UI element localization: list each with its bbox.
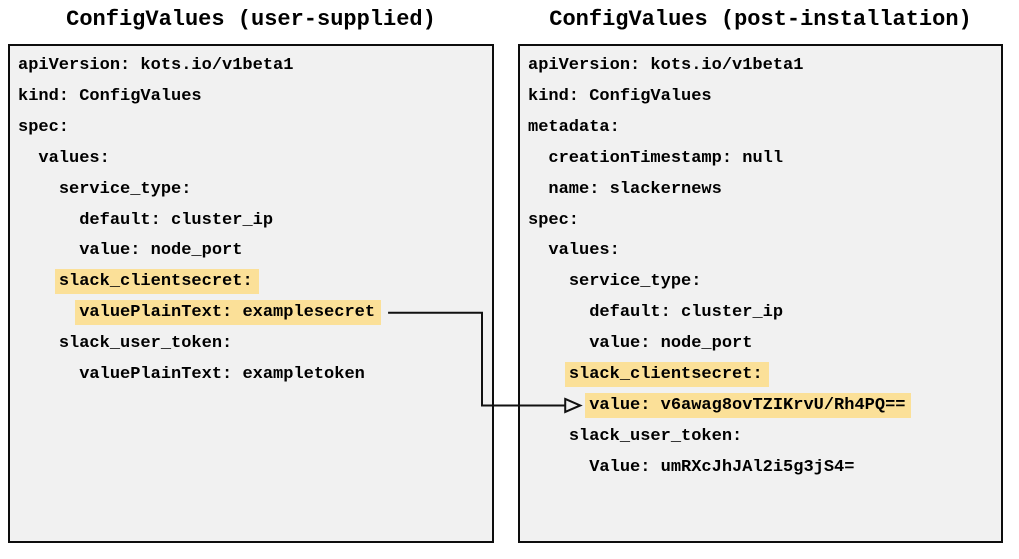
yaml-text: kind: ConfigValues [18,86,202,106]
yaml-line: apiVersion: kots.io/v1beta1 [18,51,492,82]
yaml-indent [18,241,79,260]
yaml-line: kind: ConfigValues [18,82,492,113]
yaml-indent [18,365,79,384]
yaml-indent [528,365,569,384]
yaml-indent [528,149,548,168]
yaml-text: spec: [18,117,70,137]
yaml-line: default: cluster_ip [528,298,1001,329]
yaml-text: value: node_port [589,334,753,354]
yaml-text: kind: ConfigValues [528,86,712,106]
yaml-text: valuePlainText: exampletoken [79,365,365,385]
yaml-line: metadata: [528,113,1001,144]
yaml-indent [18,149,38,168]
yaml-indent [528,427,569,446]
yaml-text: service_type: [568,272,702,292]
yaml-line: valuePlainText: exampletoken [18,360,492,391]
yaml-indent [18,334,59,353]
yaml-text: metadata: [528,117,620,137]
panel-title-post-installation: ConfigValues (post-installation) [549,7,972,32]
yaml-indent [528,334,589,353]
yaml-line: Value: umRXcJhJAl2i5g3jS4= [528,453,1001,484]
highlighted-yaml-text: slack_clientsecret: [564,362,769,388]
yaml-text: values: [548,241,620,261]
yaml-line: apiVersion: kots.io/v1beta1 [528,51,1001,82]
yaml-line: spec: [528,206,1001,237]
yaml-indent [528,272,569,291]
yaml-text: slack_user_token: [568,426,743,446]
yaml-line: slack_clientsecret: [18,267,492,298]
yaml-text: name: slackernews [548,179,722,199]
yaml-line: value: node_port [18,236,492,267]
yaml-indent [528,241,548,260]
yaml-indent [528,180,548,199]
highlighted-yaml-text: slack_clientsecret: [54,269,259,295]
yaml-line: creationTimestamp: null [528,144,1001,175]
yaml-line: values: [18,144,492,175]
panel-title-user-supplied: ConfigValues (user-supplied) [66,7,436,32]
yaml-text: slack_user_token: [58,334,233,354]
yaml-line: values: [528,236,1001,267]
yaml-line: valuePlainText: examplesecret [18,298,492,329]
yaml-line: value: node_port [528,329,1001,360]
yaml-indent [528,303,589,322]
yaml-line: slack_clientsecret: [528,360,1001,391]
yaml-text: spec: [528,210,580,230]
yaml-line: spec: [18,113,492,144]
yaml-indent [528,396,589,415]
yaml-text: service_type: [58,179,192,199]
left-panel: apiVersion: kots.io/v1beta1 kind: ConfigV… [8,44,494,543]
yaml-indent [18,272,59,291]
highlighted-yaml-text: value: v6awag8ovTZIKrvU/Rh4PQ== [585,392,912,418]
yaml-line: default: cluster_ip [18,206,492,237]
yaml-line: name: slackernews [528,175,1001,206]
highlighted-yaml-text: valuePlainText: examplesecret [75,300,382,326]
yaml-text: value: node_port [79,241,243,261]
yaml-text: creationTimestamp: null [548,148,784,168]
yaml-text: apiVersion: kots.io/v1beta1 [528,56,804,75]
yaml-line: value: v6awag8ovTZIKrvU/Rh4PQ== [528,391,1001,422]
yaml-text: apiVersion: kots.io/v1beta1 [18,56,294,75]
yaml-text: Value: umRXcJhJAl2i5g3jS4= [589,457,855,477]
yaml-line: service_type: [18,175,492,206]
yaml-line: slack_user_token: [18,329,492,360]
yaml-indent [18,303,79,322]
right-panel-yaml: apiVersion: kots.io/v1beta1 kind: ConfigV… [520,46,1001,484]
yaml-text: default: cluster_ip [79,210,274,230]
yaml-indent [18,211,79,230]
yaml-text: default: cluster_ip [589,303,784,323]
yaml-indent [528,458,589,477]
yaml-indent [18,180,59,199]
yaml-text: values: [38,148,110,168]
yaml-line: slack_user_token: [528,422,1001,453]
yaml-line: service_type: [528,267,1001,298]
left-panel-yaml: apiVersion: kots.io/v1beta1 kind: ConfigV… [10,46,492,391]
right-panel: apiVersion: kots.io/v1beta1 kind: ConfigV… [518,44,1003,543]
yaml-line: kind: ConfigValues [528,82,1001,113]
